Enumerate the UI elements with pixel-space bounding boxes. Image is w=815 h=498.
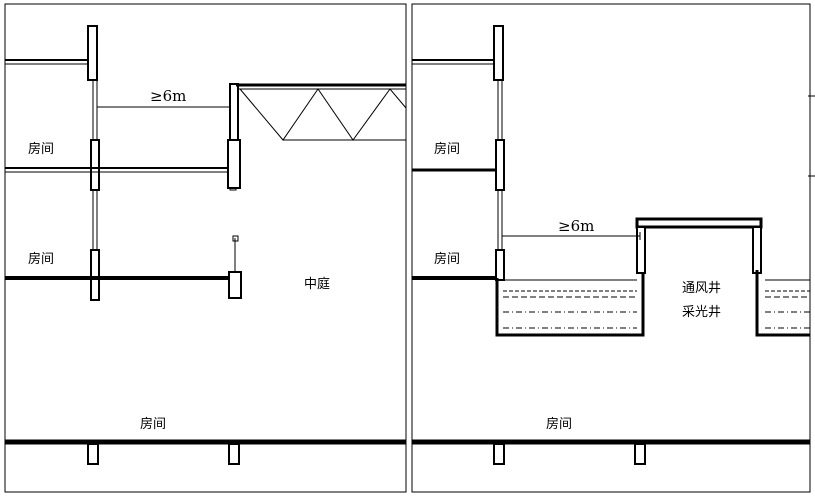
right-top-wall [412,25,504,81]
left-top-wall [5,25,98,81]
right-edge-markers [808,95,815,177]
left-truss [236,83,407,141]
right-basin-right [755,270,810,337]
left-room-bottom-label: 房间 [140,416,166,432]
right-room-middle-label: 房间 [434,251,460,267]
left-column [227,83,241,191]
right-panel [412,25,815,465]
right-facade [495,80,505,281]
right-shaft-label-line1: 通风井 [682,281,721,296]
panel-frames [4,3,811,493]
right-shaft [635,217,763,274]
left-low-slab [5,235,242,299]
left-ground-slab [5,439,406,465]
left-facade [90,80,100,301]
left-panel [5,25,407,465]
right-room-top-label: 房间 [434,141,460,157]
left-mid-slab [5,167,235,173]
left-dimension-line [96,103,231,111]
left-dimension-label: ≥6m [150,87,186,105]
left-courtyard-label: 中庭 [304,276,330,292]
left-room-middle-label: 房间 [28,251,54,267]
right-ground-slab [412,439,810,465]
left-room-top-label: 房间 [28,141,54,157]
right-room-bottom-label: 房间 [546,416,572,432]
right-dimension-line [501,232,641,240]
right-dimension-label: ≥6m [558,217,594,235]
right-basin-left [495,270,645,337]
right-shaft-label-line2: 采光井 [682,305,721,320]
